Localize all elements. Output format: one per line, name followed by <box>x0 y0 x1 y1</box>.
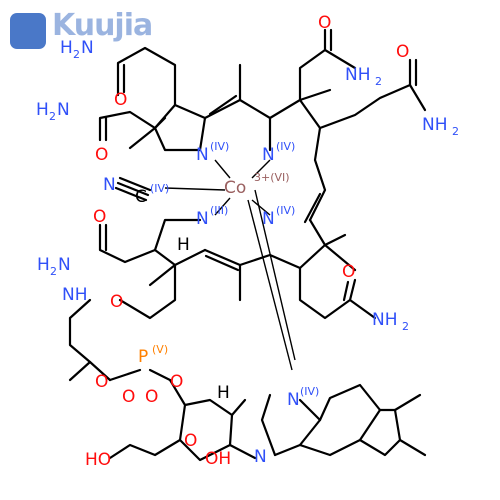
amide-3-nh: NH <box>345 65 371 85</box>
atom-labels: Co 3+(VI) N (IV) N (IV) N (III) N (IV) N… <box>36 13 459 470</box>
amide-3-o: O <box>318 13 331 33</box>
amide-1-o: O <box>114 90 127 110</box>
amide-7-nh: NH <box>62 285 88 305</box>
amide-1-h2n: H <box>60 38 73 58</box>
amide-7-o: O <box>110 292 123 312</box>
ring-n-b: N <box>262 145 275 165</box>
ring-n-d-state: (III) <box>210 204 228 217</box>
phosphate-o-2: O <box>145 387 158 407</box>
phosphorus: P <box>138 347 148 367</box>
ribose-ring-o: O <box>184 431 197 451</box>
amide-2-sub: 2 <box>49 110 56 123</box>
amide-4-nh: NH <box>422 115 448 135</box>
phosphate-o-ester-1: O <box>95 372 108 392</box>
amide-1-n: N <box>81 38 94 58</box>
amide-1-sub: 2 <box>73 48 80 61</box>
ring-n-a-state: (IV) <box>210 140 229 153</box>
watermark-logo <box>10 13 46 49</box>
ring-n-a: N <box>196 145 209 165</box>
ring-n-c: N <box>262 209 275 229</box>
benzimidazole-n3: N <box>287 390 300 410</box>
phosphate-o-ester-2: O <box>170 372 183 392</box>
amide-5-n: N <box>58 255 71 275</box>
ribose-oh: OH <box>205 449 231 469</box>
amide-2-n: N <box>57 100 70 120</box>
amide-6-sub: 2 <box>402 320 409 333</box>
cobalt-charge: 3+(VI) <box>254 171 290 184</box>
amide-5-o: O <box>93 207 106 227</box>
coordination-lines <box>164 159 296 371</box>
benzimidazole-n1: N <box>254 447 267 467</box>
ribose-ho: HO <box>85 450 111 470</box>
cobalt-label: Co <box>224 178 246 198</box>
ribose-h: H <box>217 383 230 403</box>
amide-2-h2n: H <box>36 100 49 120</box>
amide-6-o: O <box>342 262 355 282</box>
phosphate-o-1: O <box>122 387 135 407</box>
ring-h: H <box>177 235 190 255</box>
amide-6-nh: NH <box>372 310 398 330</box>
benzimidazole-n3-state: (IV) <box>300 385 319 398</box>
amide-4-o: O <box>396 42 409 62</box>
bond-skeleton <box>68 28 427 462</box>
watermark-brand: Kuujia <box>52 8 153 43</box>
ring-n-c-state: (IV) <box>276 204 295 217</box>
ring-n-b-state: (IV) <box>276 140 295 153</box>
amide-4-sub: 2 <box>452 125 459 138</box>
amide-5-sub: 2 <box>50 265 57 278</box>
amide-5-h2n: H <box>37 255 50 275</box>
phosphorus-state: (V) <box>152 343 168 356</box>
cyano-n: N <box>103 175 116 195</box>
ring-n-d: N <box>196 209 209 229</box>
amide-2-o: O <box>95 145 108 165</box>
cyano-c-state: (IV) <box>150 182 169 195</box>
cyano-c: C <box>135 187 147 207</box>
amide-3-sub: 2 <box>375 75 382 88</box>
